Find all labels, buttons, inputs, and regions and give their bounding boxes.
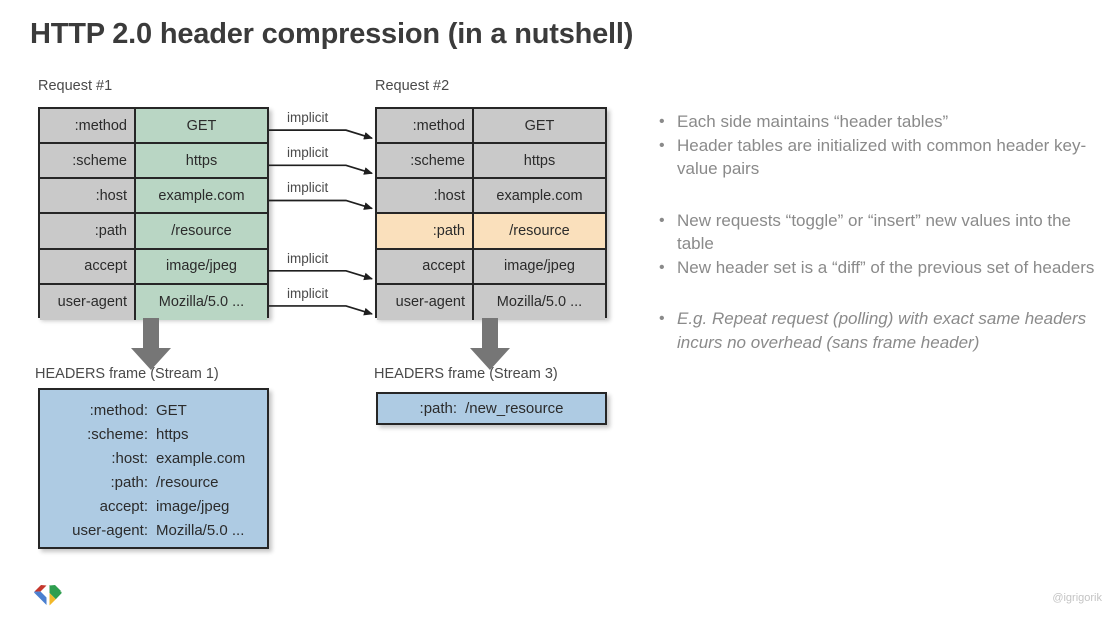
frame-header-line: accept: image/jpeg bbox=[40, 495, 257, 519]
frame-header-line: :path: /new_resource bbox=[378, 397, 605, 421]
bullet-dot-icon: • bbox=[659, 113, 665, 130]
headers-frame-1-box: :method: GET :scheme: https :host: example.co… bbox=[38, 388, 269, 549]
bullet-group-spacer bbox=[655, 279, 1105, 307]
implicit-label: implicit bbox=[287, 110, 329, 126]
author-handle: @igrigorik bbox=[1052, 592, 1102, 604]
frame-header-value: /resource bbox=[156, 474, 219, 491]
frame-header-line: :host: example.com bbox=[40, 447, 257, 471]
frame-header-key: :host: bbox=[111, 450, 148, 467]
bullet-dot-icon: • bbox=[659, 310, 665, 327]
bullet-text: New requests “toggle” or “insert” new va… bbox=[677, 210, 1072, 254]
header-key-cell: :scheme bbox=[377, 144, 474, 178]
implicit-label: implicit bbox=[287, 180, 329, 196]
frame-header-line: :path: /resource bbox=[40, 471, 257, 495]
implicit-arrow bbox=[269, 164, 373, 175]
frame-header-key: :scheme: bbox=[87, 426, 148, 443]
frame-header-line: :method: GET bbox=[40, 399, 257, 423]
frame-header-key: :method: bbox=[89, 402, 148, 419]
header-key-cell: :scheme bbox=[40, 144, 136, 178]
bullet-item: • Each side maintains “header tables” bbox=[655, 110, 1105, 134]
header-key-cell: :host bbox=[40, 179, 136, 213]
frame-header-value: image/jpeg bbox=[156, 498, 230, 515]
bullet-text: New header set is a “diff” of the previo… bbox=[677, 257, 1095, 277]
frame-header-key: accept: bbox=[99, 498, 148, 515]
headers-frame-2-box: :path: /new_resource bbox=[376, 392, 607, 425]
frame-header-key: user-agent: bbox=[72, 522, 148, 539]
header-key-cell: accept bbox=[377, 249, 474, 283]
header-value-cell: GET bbox=[136, 109, 267, 143]
request-1-caption: Request #1 bbox=[38, 78, 113, 94]
header-key-cell: user-agent bbox=[40, 284, 136, 320]
frame-header-line: user-agent: Mozilla/5.0 ... bbox=[40, 519, 257, 543]
header-value-cell: /resource bbox=[136, 214, 267, 248]
header-key-cell: user-agent bbox=[377, 284, 474, 320]
down-arrow-stream-1 bbox=[131, 318, 171, 370]
frame-header-value: /new_resource bbox=[465, 399, 564, 417]
down-arrow-stream-3 bbox=[470, 318, 510, 370]
bullet-item: • New header set is a “diff” of the previ… bbox=[655, 256, 1105, 280]
implicit-arrow bbox=[269, 305, 373, 316]
header-value-cell: https bbox=[474, 144, 605, 178]
bullet-group-spacer bbox=[655, 181, 1105, 209]
header-key-cell: :method bbox=[377, 109, 474, 143]
frame-header-value: Mozilla/5.0 ... bbox=[156, 522, 245, 539]
bullet-text: Header tables are initialized with commo… bbox=[677, 135, 1087, 179]
header-value-cell: image/jpeg bbox=[136, 249, 267, 283]
header-key-cell: :path bbox=[377, 214, 474, 248]
header-key-cell: :path bbox=[40, 214, 136, 248]
google-developers-logo bbox=[34, 585, 62, 606]
frame-header-key: :path: bbox=[419, 399, 458, 417]
bullet-item: • Header tables are initialized with comm… bbox=[655, 134, 1105, 181]
header-value-cell: GET bbox=[474, 109, 605, 143]
bullet-text: Each side maintains “header tables” bbox=[677, 112, 949, 131]
header-key-cell: :method bbox=[40, 109, 136, 143]
bullet-list: • Each side maintains “header tables” • Hea… bbox=[655, 110, 1105, 354]
header-row: :path/resource bbox=[377, 214, 605, 250]
header-value-cell: image/jpeg bbox=[474, 249, 605, 283]
bullet-item: • E.g. Repeat request (polling) with exac… bbox=[655, 307, 1105, 354]
frame-header-value: example.com bbox=[156, 450, 246, 467]
page-title: HTTP 2.0 header compression (in a nutshe… bbox=[30, 18, 634, 50]
header-value-cell: Mozilla/5.0 ... bbox=[474, 284, 605, 320]
bullet-dot-icon: • bbox=[659, 136, 665, 154]
headers-frame-2-caption: HEADERS frame (Stream 3) bbox=[374, 366, 558, 382]
headers-frame-1-caption: HEADERS frame (Stream 1) bbox=[35, 366, 219, 382]
implicit-label: implicit bbox=[287, 285, 329, 301]
header-value-cell: /resource bbox=[474, 214, 605, 248]
request-2-caption: Request #2 bbox=[375, 78, 450, 94]
bullet-dot-icon: • bbox=[659, 258, 665, 276]
bullet-text: E.g. Repeat request (polling) with exact… bbox=[677, 309, 1087, 352]
implicit-arrow bbox=[269, 199, 373, 210]
header-value-cell: example.com bbox=[474, 179, 605, 213]
implicit-label: implicit bbox=[287, 145, 329, 161]
header-row: :path/resource bbox=[40, 214, 267, 250]
header-value-cell: https bbox=[136, 144, 267, 178]
header-key-cell: :host bbox=[377, 179, 474, 213]
header-key-cell: accept bbox=[40, 249, 136, 283]
bullet-item: • New requests “toggle” or “insert” new v… bbox=[655, 209, 1105, 256]
frame-header-key: :path: bbox=[110, 474, 148, 491]
header-value-cell: Mozilla/5.0 ... bbox=[136, 284, 267, 320]
frame-header-value: https bbox=[156, 426, 189, 443]
header-value-cell: example.com bbox=[136, 179, 267, 213]
implicit-label: implicit bbox=[287, 250, 329, 266]
frame-header-value: GET bbox=[156, 402, 187, 419]
implicit-arrow bbox=[269, 129, 373, 140]
implicit-arrow bbox=[269, 269, 373, 281]
bullet-dot-icon: • bbox=[659, 211, 665, 229]
frame-header-line: :scheme: https bbox=[40, 423, 257, 447]
